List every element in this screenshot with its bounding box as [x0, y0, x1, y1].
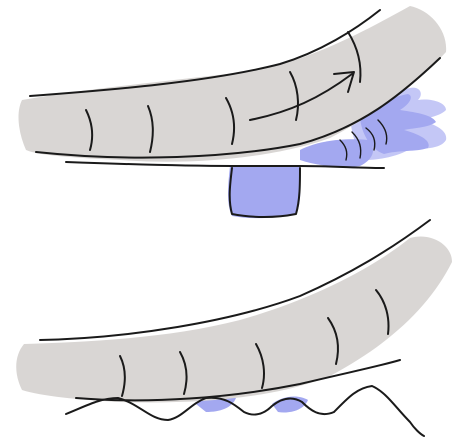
- tire-bottom: [16, 236, 452, 402]
- water-drop: [228, 166, 300, 218]
- bottom-panel: [16, 220, 452, 436]
- top-panel: [19, 6, 447, 218]
